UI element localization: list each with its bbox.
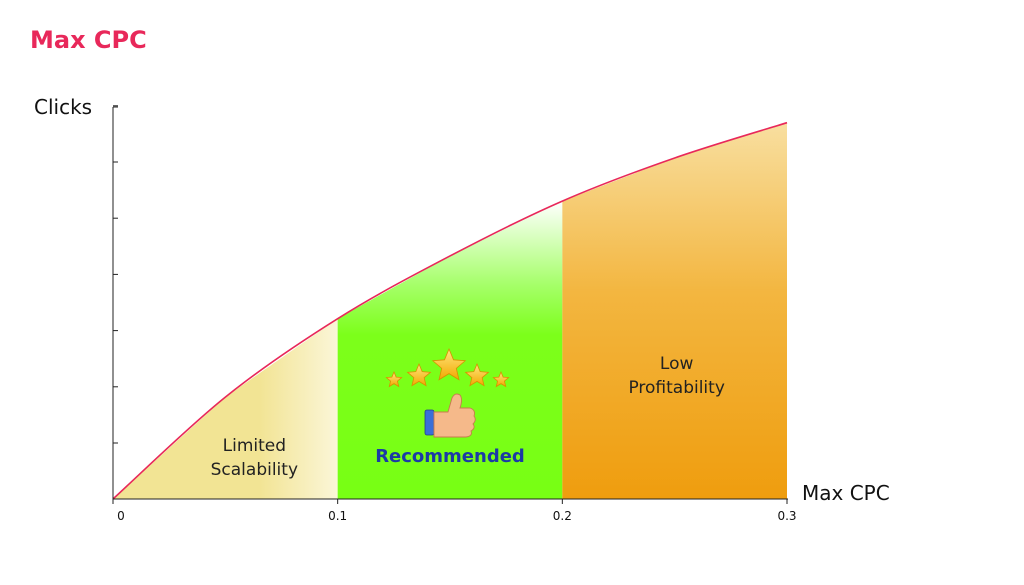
region-recommended (337, 201, 563, 499)
star-icon (492, 370, 510, 388)
star-icon (406, 362, 432, 387)
page-title: Max CPC (30, 26, 147, 54)
icons-layer (385, 347, 510, 438)
region-label-low-profitability: Low (660, 354, 694, 374)
axes-layer: 0 0.1 0.2 0.3 (112, 105, 797, 523)
x-tick-label: 0 (117, 509, 125, 523)
x-tick-label: 0.1 (328, 509, 347, 523)
thumbs-up-cuff (424, 409, 435, 436)
five-stars-icon (385, 347, 510, 388)
regions-layer (113, 122, 787, 500)
curve-layer (112, 121, 788, 500)
y-axis-title: Clicks (34, 95, 92, 119)
region-label-low-profitability: Profitability (628, 378, 724, 398)
star-icon (464, 362, 490, 387)
region-low-profitability (562, 122, 787, 500)
thumbs-up-icon (424, 393, 476, 438)
star-icon (385, 370, 403, 388)
region-label-limited-scalability: Scalability (211, 460, 298, 480)
x-tick-label: 0.2 (553, 509, 572, 523)
clicks-curve-line (112, 121, 788, 500)
thumbs-up-hand (433, 393, 476, 438)
region-label-limited-scalability: Limited (223, 436, 286, 456)
x-axis-title: Max CPC (802, 481, 890, 505)
region-label-recommended: Recommended (375, 446, 525, 467)
star-icon (431, 347, 467, 381)
region-limited-scalability (113, 318, 338, 499)
x-tick-label: 0.3 (777, 509, 796, 523)
